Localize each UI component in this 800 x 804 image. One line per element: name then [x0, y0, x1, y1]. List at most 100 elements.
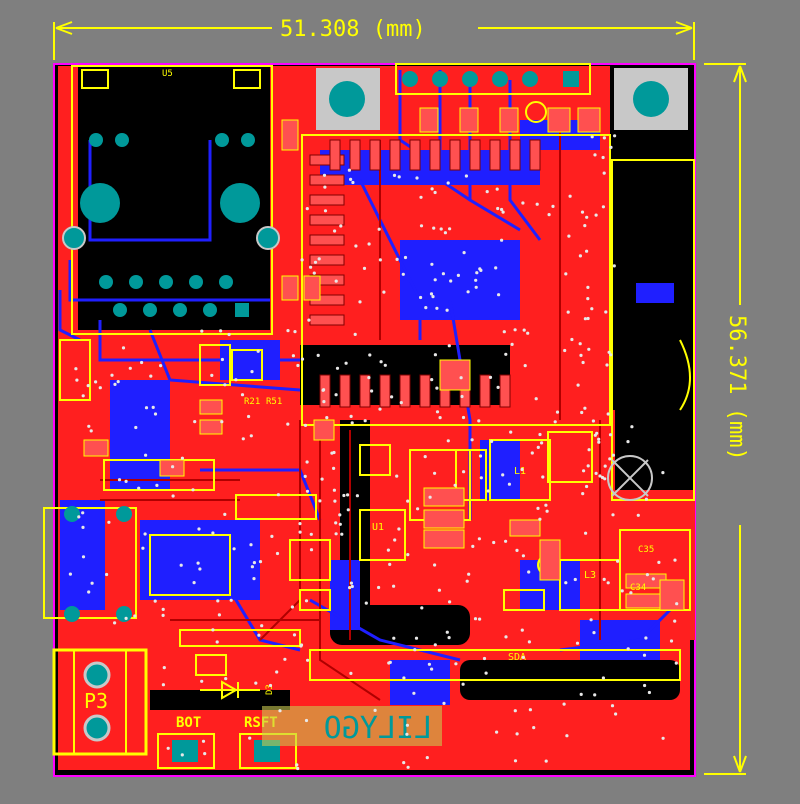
via	[507, 482, 511, 486]
via	[433, 278, 437, 282]
via	[445, 630, 449, 634]
via	[601, 155, 605, 160]
via	[587, 448, 591, 452]
via	[159, 364, 163, 368]
via	[547, 213, 551, 217]
via	[513, 759, 518, 763]
via	[161, 607, 165, 612]
via	[215, 640, 219, 644]
via	[477, 537, 481, 541]
sd-card-arc	[679, 339, 691, 411]
via	[470, 438, 474, 442]
via	[612, 264, 616, 268]
via	[592, 631, 596, 635]
via	[520, 467, 524, 472]
via	[492, 540, 496, 545]
via	[340, 532, 344, 536]
via	[502, 330, 506, 334]
via	[482, 656, 487, 661]
via	[526, 331, 530, 335]
via	[430, 262, 434, 266]
via	[323, 185, 327, 189]
module-pads-left	[309, 154, 345, 326]
via	[435, 410, 440, 414]
via	[179, 563, 183, 567]
via	[333, 229, 337, 233]
via	[291, 354, 295, 358]
via	[430, 667, 434, 671]
via	[523, 364, 527, 368]
via	[453, 483, 457, 487]
via	[601, 676, 606, 680]
via	[268, 683, 273, 688]
via	[77, 515, 81, 519]
via	[603, 464, 607, 468]
via	[295, 763, 299, 767]
via	[500, 207, 504, 212]
sd-card-outline	[611, 159, 695, 501]
via-field	[68, 134, 679, 771]
via	[580, 210, 585, 214]
via	[250, 565, 254, 569]
via	[515, 548, 519, 553]
via	[74, 367, 78, 371]
via	[532, 726, 536, 730]
via	[223, 383, 227, 387]
via	[581, 492, 585, 496]
via	[456, 273, 460, 277]
via	[386, 548, 390, 552]
via	[540, 441, 544, 445]
via	[587, 347, 591, 351]
usb-pads	[64, 506, 132, 622]
via	[642, 653, 647, 657]
via	[504, 635, 508, 639]
via	[535, 202, 539, 206]
via	[629, 591, 633, 595]
via	[298, 522, 302, 526]
via	[293, 330, 297, 334]
via	[607, 350, 611, 354]
via	[333, 499, 337, 503]
via	[346, 508, 350, 512]
via	[397, 175, 401, 179]
height-dimension	[704, 63, 747, 775]
via	[105, 572, 109, 577]
via	[250, 370, 254, 374]
label-l3: L3	[584, 570, 596, 581]
via	[536, 445, 540, 449]
via	[433, 471, 437, 475]
via	[488, 375, 493, 379]
via	[585, 484, 589, 489]
via	[414, 636, 419, 640]
via	[325, 416, 329, 420]
via	[578, 342, 582, 346]
via	[620, 589, 624, 593]
via	[229, 598, 233, 602]
via	[322, 400, 326, 404]
sd-card-cross	[607, 455, 653, 501]
via	[354, 244, 358, 248]
via	[86, 384, 90, 388]
via	[447, 636, 451, 640]
via	[563, 348, 567, 353]
via	[553, 420, 557, 424]
via	[363, 419, 367, 423]
via	[334, 279, 338, 283]
via	[496, 206, 500, 211]
via	[462, 251, 466, 255]
via	[232, 547, 236, 551]
via	[419, 295, 423, 300]
via	[611, 513, 615, 517]
via	[536, 506, 540, 510]
via	[275, 551, 280, 556]
via	[644, 636, 648, 640]
via	[397, 527, 401, 531]
via	[430, 378, 434, 382]
via	[201, 739, 206, 743]
via	[413, 648, 417, 652]
via	[392, 584, 396, 588]
via	[234, 378, 238, 382]
via	[594, 471, 598, 475]
via	[330, 451, 334, 455]
